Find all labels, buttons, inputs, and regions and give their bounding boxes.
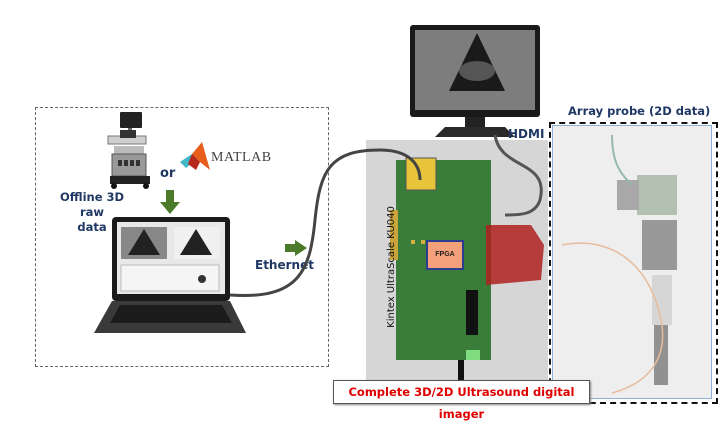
imager-caption: Complete 3D/2D Ultrasound digital imager xyxy=(333,380,590,421)
array-probe-photo xyxy=(552,125,712,399)
array-probe-graphic xyxy=(561,134,677,394)
hdmi-cable xyxy=(493,134,543,217)
fpga-chip-label: FPGA xyxy=(426,240,464,270)
probe-region-border xyxy=(549,122,718,404)
offline-data-label: Offline 3D raw data xyxy=(47,190,137,235)
right-arrow-icon xyxy=(285,240,307,256)
cables xyxy=(229,134,543,298)
matlab-logo-icon xyxy=(180,142,210,170)
monitor-icon xyxy=(410,25,540,137)
probe-label: Array probe (2D data) xyxy=(568,104,711,118)
offline-data-label-line1: Offline 3D raw xyxy=(59,190,125,219)
offline-data-label-line2: data xyxy=(77,220,107,234)
down-arrow-icon xyxy=(160,190,180,214)
hdmi-label: HDMI xyxy=(508,127,545,141)
ethernet-cable xyxy=(229,148,422,298)
offline-source-region xyxy=(35,107,329,367)
or-label: or xyxy=(160,166,176,181)
matlab-label: MATLAB xyxy=(211,150,272,165)
ultrasound-scanner-icon xyxy=(107,112,150,189)
laptop-icon xyxy=(94,217,246,333)
ethernet-label: Ethernet xyxy=(255,258,314,272)
